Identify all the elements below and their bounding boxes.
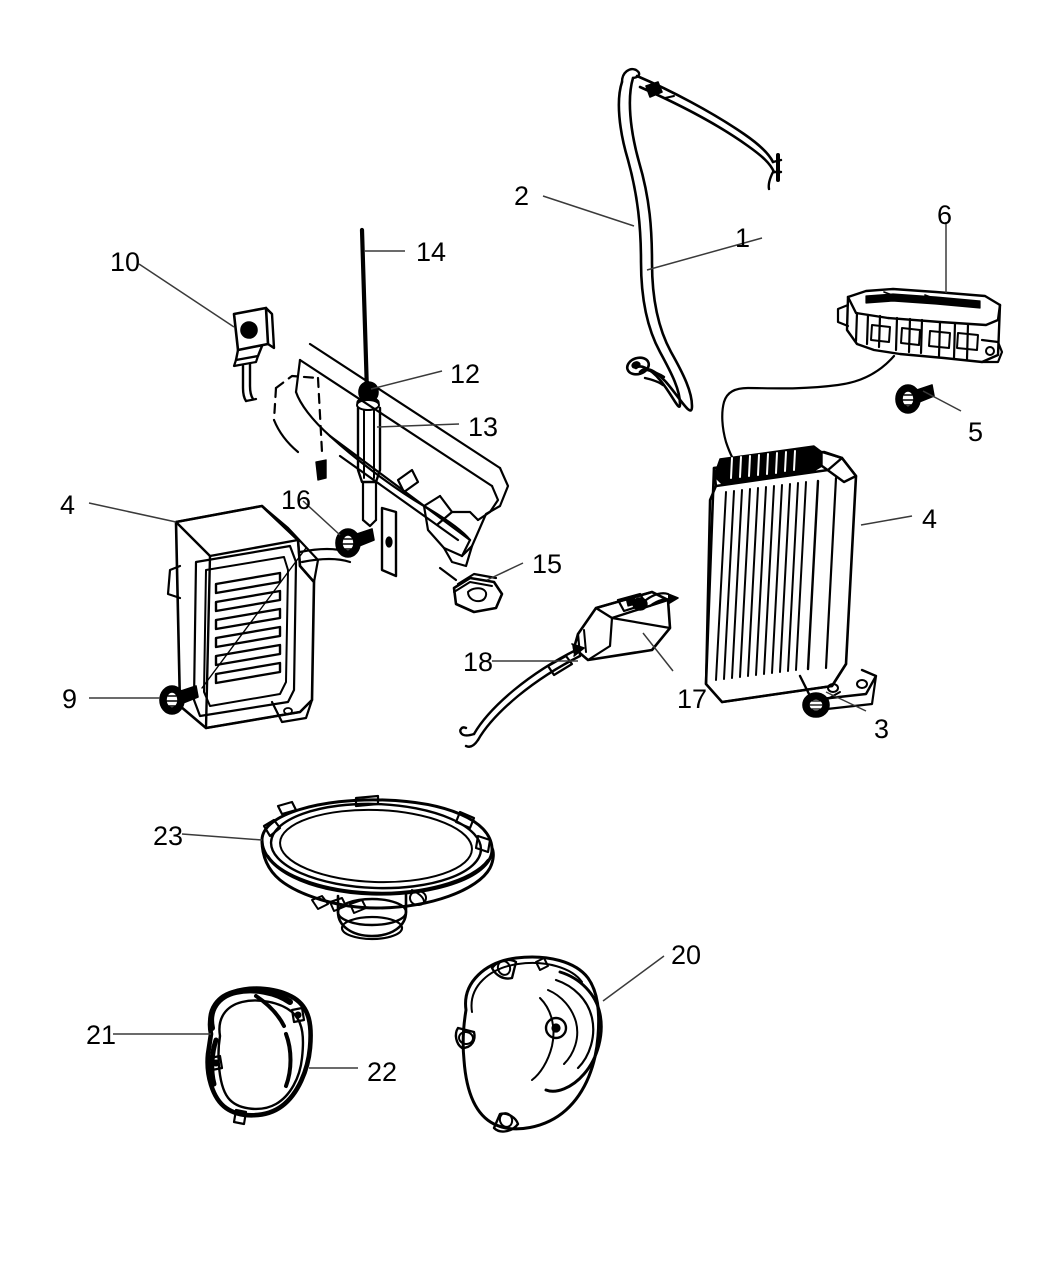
part-antenna-ground-strap-bracket [232,306,276,403]
callout-number-1: 1 [735,223,751,253]
leader-4a [88,502,177,523]
part-oval-speaker-assembly [260,794,495,941]
leader-12 [370,370,443,390]
leader-10 [138,263,235,328]
part-body-panel-outline [272,342,510,568]
callout-number-17: 17 [677,684,708,714]
leader-16 [302,500,341,536]
part-antenna-coaxial-cable [617,68,783,412]
callout-number-6: 6 [937,200,953,230]
callout-number-2: 2 [514,181,530,211]
part-microphone-module [572,590,679,662]
part-amplifier-push-pin-fastener [159,685,199,715]
callout-number-21: 21 [86,1020,117,1050]
callout-number-5: 5 [968,417,984,447]
callout-number-13: 13 [468,412,499,442]
part-amplifier-left [166,504,352,730]
part-antenna-mount-screw [335,528,375,558]
leader-1 [646,237,763,271]
callout-number-9: 9 [62,684,78,714]
callout-number-20: 20 [671,940,702,970]
callout-number-10: 10 [110,247,141,277]
callout-number-23: 23 [153,821,184,851]
callout-number-16: 16 [281,485,312,515]
callout-number-15: 15 [532,549,563,579]
leader-3 [825,691,867,712]
callout-number-14: 14 [416,237,447,267]
part-amplifier-right-heatsink [704,445,878,712]
leader-lines [88,195,962,1069]
leader-15 [486,562,524,581]
callout-number-4-right: 4 [922,504,938,534]
callout-number-3: 3 [874,714,890,744]
part-speaker-gasket-seal [208,987,293,1088]
callout-number-4-left: 4 [60,490,76,520]
leader-23 [181,833,263,841]
part-wiring-connector-bracket [721,287,1004,470]
leader-13 [376,423,460,428]
leader-5 [922,390,962,412]
part-microphone-lead-wire [459,643,585,748]
leader-17 [642,632,674,672]
leader-2 [542,195,635,227]
callout-number-22: 22 [367,1057,398,1087]
leader-20 [602,955,665,1002]
callout-number-18: 18 [463,647,494,677]
callout-number-12: 12 [450,359,481,389]
leader-4b [860,515,913,526]
part-antenna-assembly [356,227,398,578]
part-antenna-cable-clip [438,566,504,614]
part-round-speaker-assembly [454,955,603,1133]
